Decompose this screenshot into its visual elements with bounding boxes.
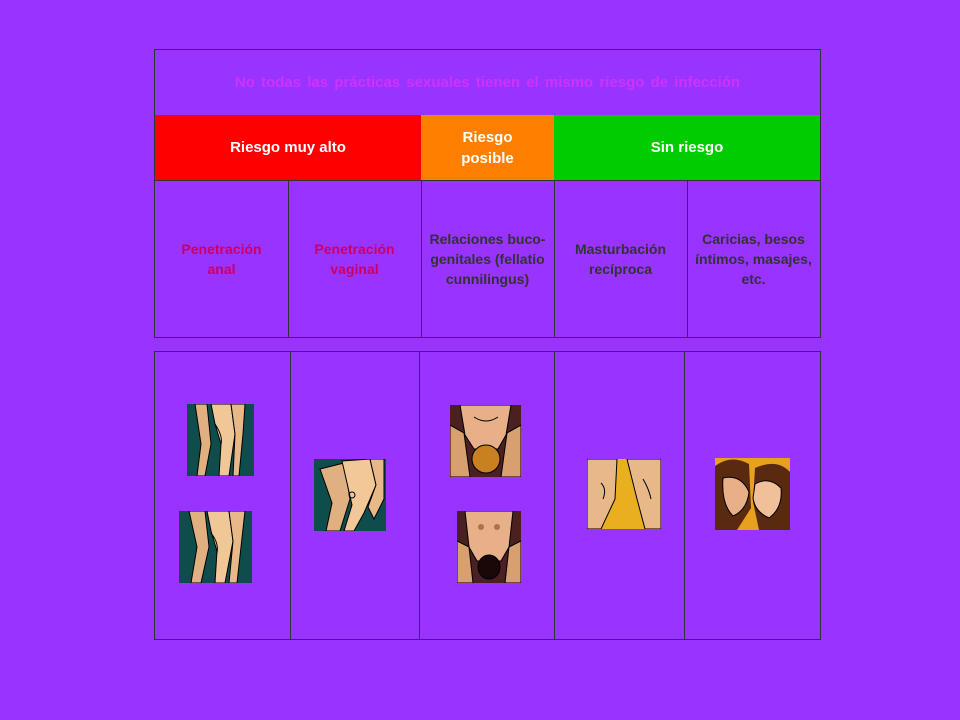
risk-header-very-high: Riesgo muy alto [155,115,421,180]
vaginal-penetration-illustration [314,459,386,531]
table-top-border [154,49,821,50]
table-col-divider [687,180,688,337]
image-table-col-divider [290,352,291,639]
table-col-divider [421,180,422,337]
table-bottom-border [154,337,821,338]
oral-genital-illustration [450,405,521,477]
image-table-col-divider [419,352,420,639]
image-table-top-border [154,351,821,352]
practice-vaginal-penetration: Penetración vaginal [314,240,395,277]
table-right-border [820,49,821,338]
mutual-masturbation-illustration [587,459,661,529]
table-col-divider [554,180,555,337]
oral-genital-illustration [457,511,521,583]
kissing-couple-illustration [715,458,790,530]
page-title: No todas las prácticas sexuales tienen e… [234,74,741,91]
anal-penetration-illustration [179,511,252,583]
anal-penetration-illustration [187,404,254,476]
risk-header-possible: Riesgo posible [421,115,554,180]
image-table-col-divider [554,352,555,639]
risk-header-none: Sin riesgo [554,115,820,180]
table-row-divider [155,180,820,181]
practice-caresses-kisses: Caricias, besos íntimos, masajes, etc. [695,230,812,287]
image-table-left-border [154,351,155,640]
image-table-col-divider [684,352,685,639]
table-left-border [154,49,155,338]
image-table-right-border [820,351,821,640]
practice-oral-genital: Relaciones buco-genitales (fellatio cunn… [429,230,546,287]
practice-mutual-masturbation: Masturbación recíproca [574,240,666,277]
practice-anal-penetration: Penetración anal [181,240,262,277]
image-table-bottom-border [154,639,821,640]
table-col-divider [288,180,289,337]
